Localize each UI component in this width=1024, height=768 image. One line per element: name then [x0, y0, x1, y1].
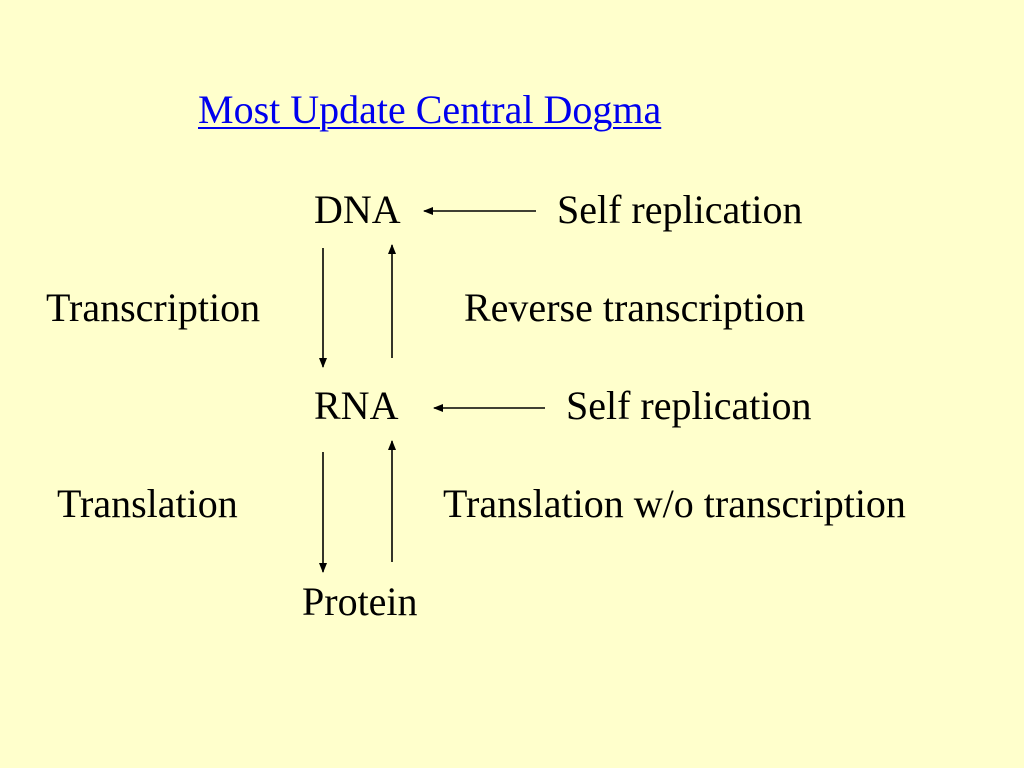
label-translation-without-transcription: Translation w/o transcription [443, 481, 906, 526]
label-reverse-transcription: Reverse transcription [464, 285, 805, 330]
slide-title[interactable]: Most Update Central Dogma [198, 87, 662, 132]
node-rna: RNA [314, 383, 399, 428]
label-translation: Translation [57, 481, 238, 526]
label-rna-self-replication: Self replication [566, 383, 812, 428]
label-transcription: Transcription [46, 285, 261, 330]
node-dna: DNA [314, 187, 401, 232]
label-dna-self-replication: Self replication [557, 187, 803, 232]
node-protein: Protein [302, 579, 418, 624]
